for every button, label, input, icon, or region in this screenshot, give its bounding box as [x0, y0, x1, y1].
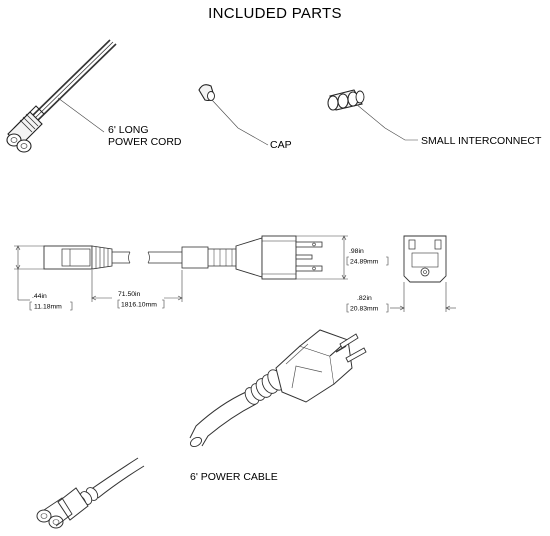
end-height-dimension: [14, 245, 44, 301]
plug-height-in: .98in: [349, 248, 364, 255]
length-in: 71.50in: [118, 291, 141, 298]
small-interconnect-label: SMALL INTERCONNECT: [421, 135, 542, 147]
cap-illustration: [198, 84, 269, 146]
page-title: INCLUDED PARTS: [208, 5, 342, 22]
plug-end-view: [390, 235, 456, 312]
end-height-mm: 11.18mm: [34, 304, 62, 311]
power-cable-connector-illustration: [36, 457, 145, 529]
end-height-in: .44in: [32, 293, 47, 300]
power-cord-label-line1: 6' LONG: [108, 124, 149, 136]
side-width-mm: 20.83mm: [350, 306, 379, 313]
end-height-mm-box: [29, 301, 73, 311]
plug-side-view: [181, 235, 323, 280]
side-width-mm-box: [346, 303, 389, 313]
length-mm-box: [117, 299, 165, 309]
length-mm: 1816.10mm: [121, 302, 157, 309]
side-width-in: .82in: [357, 295, 372, 302]
plug-height-dimension: [296, 235, 348, 280]
cap-label: CAP: [270, 139, 292, 151]
power-cord-illustration: [6, 39, 117, 153]
power-cable-label: 6' POWER CABLE: [190, 471, 278, 483]
power-cord-label-line2: POWER CORD: [108, 136, 182, 148]
power-cable-plug-illustration: [189, 329, 367, 448]
plug-height-mm: 24.89mm: [350, 259, 379, 266]
end-connector-side-view: [43, 245, 182, 270]
small-interconnect-illustration: [327, 89, 418, 141]
plug-height-mm-box: [346, 256, 389, 266]
length-dimension: [91, 270, 183, 302]
